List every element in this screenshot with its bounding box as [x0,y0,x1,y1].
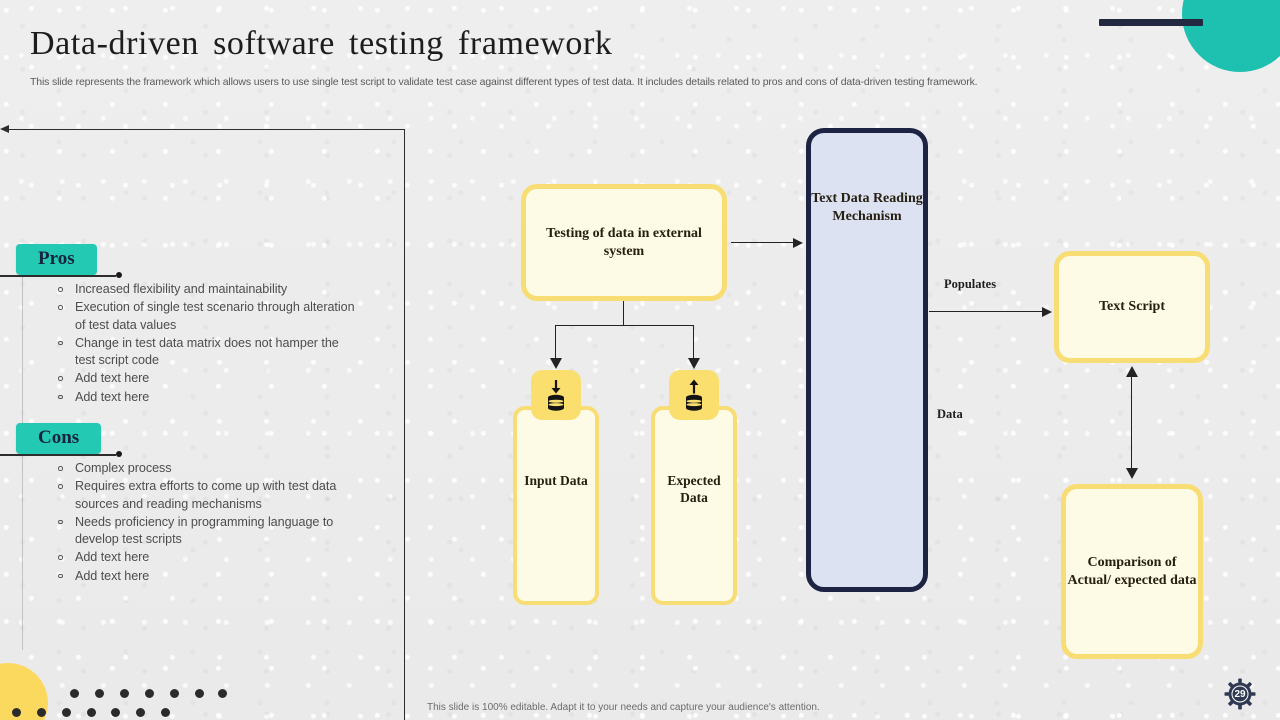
edge-testing-to-reading [731,242,794,244]
list-item: Add text here [56,389,356,407]
pros-list: Increased flexibility and maintainabilit… [56,281,356,407]
arrow-down-icon [1126,468,1138,479]
pros-badge: Pros [16,244,97,275]
node-text-data-reading-mechanism[interactable]: Text Data Reading Mechanism [806,128,928,592]
list-item: Add text here [56,549,356,567]
list-item: Requires extra efforts to come up with t… [56,478,356,513]
page-number: 29 [1234,688,1246,700]
database-download-icon [531,370,581,420]
node-input-data[interactable]: Input Data [513,406,599,605]
frame-top-line [6,129,405,130]
list-item: Complex process [56,460,356,478]
cons-rule-dot [116,451,122,457]
cons-rule [0,454,116,456]
edge-script-comparison [1131,372,1133,473]
list-item: Add text here [56,370,356,388]
frame-arrow-left-icon [0,125,9,133]
gear-icon [1224,678,1256,710]
cons-badge: Cons [16,423,102,454]
footer-note: This slide is 100% editable. Adapt it to… [427,702,820,713]
database-upload-icon [669,370,719,420]
page-number-badge: 29 [1224,678,1256,710]
cons-list: Complex process Requires extra efforts t… [56,460,356,586]
arrow-down-icon [550,358,562,369]
edge-split-stem [623,301,625,326]
arrow-down-icon [688,358,700,369]
node-text-script[interactable]: Text Script [1054,251,1210,363]
arrow-right-icon [793,238,803,248]
list-item: Increased flexibility and maintainabilit… [56,281,356,299]
page-subtitle: This slide represents the framework whic… [30,76,978,88]
node-testing-external-system[interactable]: Testing of data in external system [521,184,727,301]
arrow-right-icon [1042,307,1052,317]
edge-label-populates: Populates [944,277,997,291]
node-comparison[interactable]: Comparison of Actual/ expected data [1061,484,1203,659]
list-item: Needs proficiency in programming languag… [56,514,356,549]
teal-circle-decoration [1182,0,1280,72]
frame-right-line [404,129,405,720]
edge-split-bar [555,325,694,327]
edge-reading-to-script [929,311,1044,313]
edge-split-left [555,325,557,361]
list-item: Change in test data matrix does not hamp… [56,335,356,370]
edge-label-data: Data [937,407,963,421]
node-expected-data[interactable]: Expected Data [651,406,737,605]
page-title: Data-driven software testing framework [30,25,613,62]
arrow-up-icon [1126,366,1138,377]
list-item: Add text here [56,568,356,586]
list-item: Execution of single test scenario throug… [56,299,356,334]
pros-rule [0,275,116,277]
pros-rule-dot [116,272,122,278]
edge-split-right [693,325,695,361]
dark-bar-decoration [1099,19,1203,26]
